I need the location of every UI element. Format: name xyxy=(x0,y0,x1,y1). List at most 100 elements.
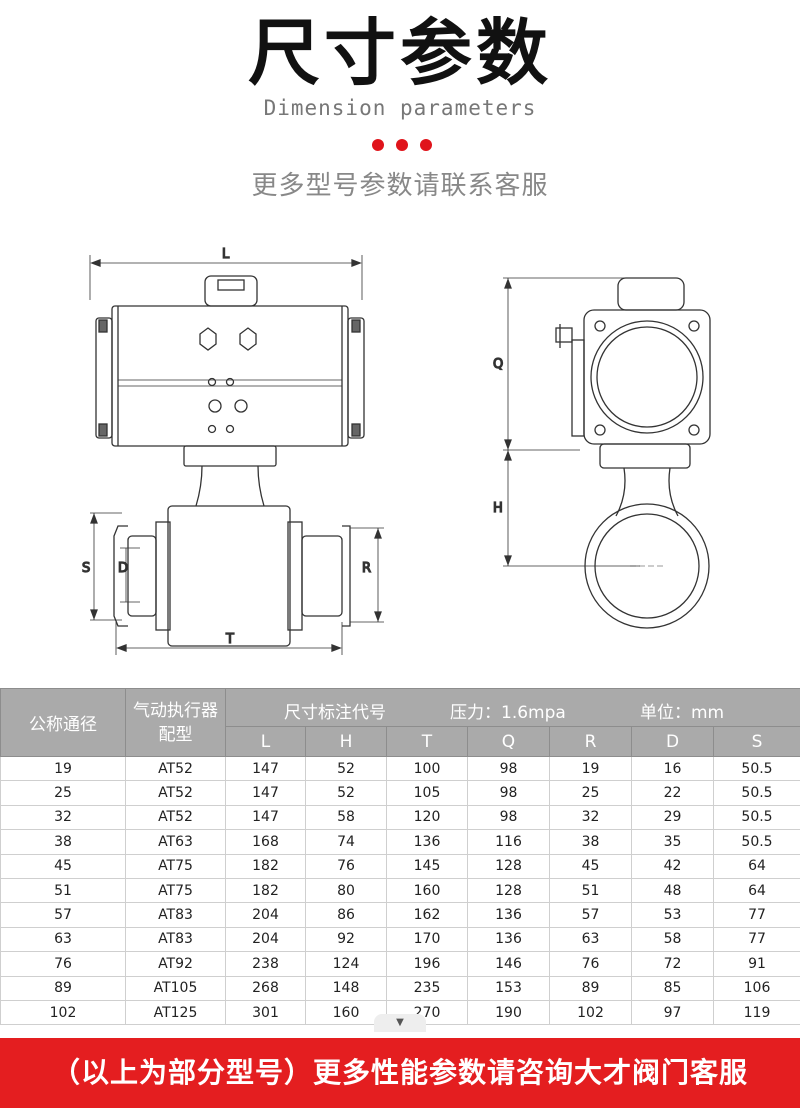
col-header-nominal: 公称通径 xyxy=(0,688,126,757)
table-cell: 136 xyxy=(386,829,468,855)
table-cell: 102 xyxy=(0,999,126,1026)
table-cell: 102 xyxy=(549,999,632,1026)
table-cell: 128 xyxy=(467,877,550,904)
table-cell: 145 xyxy=(386,853,468,879)
table-cell: 63 xyxy=(549,926,632,953)
table-cell: 64 xyxy=(712,877,800,904)
table-cell: 35 xyxy=(631,829,714,855)
red-dot-icon xyxy=(396,139,408,151)
table-cell: 32 xyxy=(0,804,126,831)
front-view: L S xyxy=(81,246,384,655)
col-header-S: S xyxy=(712,726,800,757)
table-cell: 51 xyxy=(549,877,632,904)
table-cell: 147 xyxy=(225,780,306,806)
table-cell: 25 xyxy=(0,780,126,806)
valve-dimension-drawing: L S xyxy=(81,246,711,655)
table-cell: 58 xyxy=(631,926,714,953)
table-cell: 235 xyxy=(386,975,468,1001)
dim-label-T: T xyxy=(225,632,234,647)
col-header-L: L xyxy=(225,726,306,757)
table-cell: 45 xyxy=(549,853,632,879)
table-cell: 48 xyxy=(631,877,714,904)
table-cell: 97 xyxy=(631,999,714,1026)
table-cell: 182 xyxy=(225,877,306,904)
col-header-D: D xyxy=(631,726,714,757)
table-cell: 136 xyxy=(467,902,550,928)
banner-unit-label: 单位：mm xyxy=(640,703,725,723)
table-cell: 170 xyxy=(386,926,468,953)
table-cell: 42 xyxy=(631,853,714,879)
table-cell: 119 xyxy=(712,999,800,1026)
col-header-actuator: 气动执行器配型 xyxy=(125,688,226,757)
table-cell: 89 xyxy=(549,975,632,1001)
table-cell: 72 xyxy=(631,951,714,977)
table-cell: 98 xyxy=(467,804,550,831)
table-cell: 50.5 xyxy=(712,829,800,855)
table-cell: 86 xyxy=(305,902,387,928)
table-cell: AT63 xyxy=(125,829,226,855)
dim-label-H: H xyxy=(493,501,503,516)
table-cell: AT105 xyxy=(125,975,226,1001)
table-cell: 77 xyxy=(712,902,800,928)
table-cell: 38 xyxy=(549,829,632,855)
table-cell: 116 xyxy=(467,829,550,855)
table-cell: 45 xyxy=(0,853,126,879)
table-cell: 85 xyxy=(631,975,714,1001)
table-cell: 76 xyxy=(305,853,387,879)
table-cell: 162 xyxy=(386,902,468,928)
table-cell: 98 xyxy=(467,755,550,782)
dim-label-D: D xyxy=(118,561,128,576)
table-cell: 238 xyxy=(225,951,306,977)
dim-label-Q: Q xyxy=(493,357,503,372)
table-cell: 148 xyxy=(305,975,387,1001)
table-cell: 76 xyxy=(0,951,126,977)
table-cell: 22 xyxy=(631,780,714,806)
table-cell: 106 xyxy=(712,975,800,1001)
table-cell: 80 xyxy=(305,877,387,904)
table-cell: 58 xyxy=(305,804,387,831)
table-cell: 182 xyxy=(225,853,306,879)
scroll-down-indicator[interactable]: ▼ xyxy=(374,1014,426,1032)
table-cell: AT75 xyxy=(125,877,226,904)
table-cell: 57 xyxy=(0,902,126,928)
table-cell: 268 xyxy=(225,975,306,1001)
table-cell: 50.5 xyxy=(712,804,800,831)
table-cell: 301 xyxy=(225,999,306,1026)
col-header-Q: Q xyxy=(467,726,550,757)
table-cell: 19 xyxy=(549,755,632,782)
dim-label-S: S xyxy=(82,561,90,576)
table-cell: 50.5 xyxy=(712,755,800,782)
table-cell: 120 xyxy=(386,804,468,831)
red-dot-icon xyxy=(420,139,432,151)
table-cell: AT92 xyxy=(125,951,226,977)
table-cell: 160 xyxy=(305,999,387,1026)
table-cell: 64 xyxy=(712,853,800,879)
contact-tagline: 更多型号参数请联系客服 xyxy=(251,171,549,201)
decorative-dots xyxy=(372,139,432,153)
banner-pressure-label: 压力：1.6mpa xyxy=(450,703,566,723)
red-dot-icon xyxy=(372,139,384,151)
table-cell: AT52 xyxy=(125,804,226,831)
table-cell: 38 xyxy=(0,829,126,855)
table-cell: 29 xyxy=(631,804,714,831)
table-cell: 32 xyxy=(549,804,632,831)
table-cell: 63 xyxy=(0,926,126,953)
table-cell: 76 xyxy=(549,951,632,977)
table-cell: 92 xyxy=(305,926,387,953)
table-cell: 147 xyxy=(225,804,306,831)
footer-banner: （以上为部分型号）更多性能参数请咨询大才阀门客服 xyxy=(0,1038,800,1108)
table-cell: 190 xyxy=(467,999,550,1026)
table-cell: 53 xyxy=(631,902,714,928)
dimension-table: 公称通径 气动执行器配型 尺寸标注代号 压力：1.6mpa 单位：mm L H … xyxy=(0,688,800,1026)
page-subtitle: Dimension parameters xyxy=(263,96,537,120)
